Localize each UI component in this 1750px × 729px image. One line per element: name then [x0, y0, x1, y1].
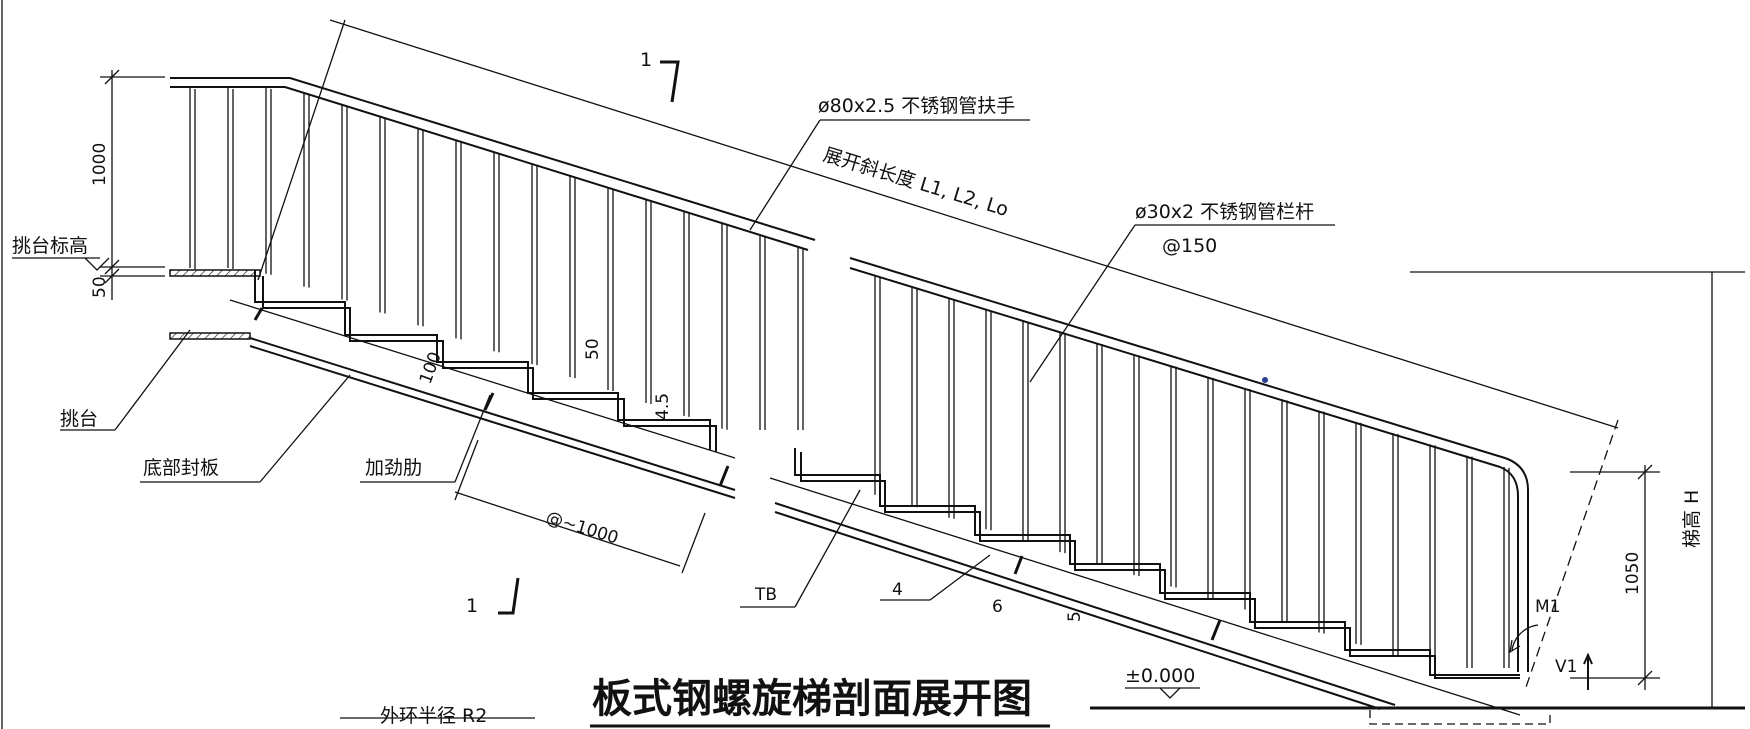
dim-6: 6 — [992, 597, 1003, 617]
handrail-right — [849, 257, 1529, 672]
stiffener-label: 加劲肋 — [365, 457, 422, 479]
stair-left — [169, 269, 736, 499]
weld-size-label: 4 — [892, 580, 903, 600]
ground-level-label: ±0.000 — [1125, 665, 1195, 687]
dim-100: 100 — [416, 349, 446, 386]
dim-1050: 1050 — [1623, 552, 1643, 595]
handrail-left — [170, 77, 816, 251]
stair-height-label: 梯高 H — [1681, 490, 1703, 548]
v1-label: V1 — [1555, 657, 1577, 677]
bottom-plate-label: 底部封板 — [143, 457, 219, 479]
dim-50-step: 50 — [583, 338, 603, 360]
dim-5: 5 — [1065, 611, 1085, 622]
marker-dot — [1262, 377, 1268, 383]
m1-label: M1 — [1535, 597, 1560, 617]
tb-label: TB — [754, 585, 777, 605]
platform-elev-label: 挑台标高 — [12, 235, 88, 257]
stiffener-spacing-label: @~1000 — [544, 508, 621, 549]
baluster-label: ø30x2 不锈钢管栏杆 — [1135, 201, 1314, 223]
unfold-length-label: 展开斜长度 L1, L2, Lo — [821, 144, 1011, 221]
baluster-spacing-label: @150 — [1162, 235, 1217, 257]
section-top-label: 1 — [640, 49, 652, 71]
outer-radius-label: 外环半径 R2 — [380, 705, 487, 727]
section-bottom-label: 1 — [466, 595, 478, 617]
balusters — [189, 88, 1510, 668]
stair-right — [769, 448, 1745, 725]
dims-left — [100, 69, 165, 300]
stiffener-spacing-dim — [454, 439, 706, 574]
section-cut — [257, 19, 1619, 691]
dim-50-platform: 50 — [90, 276, 110, 298]
leaders — [12, 119, 1335, 719]
drawing-title: 板式钢螺旋梯剖面展开图 — [592, 676, 1032, 722]
dim-4-5: 4.5 — [653, 393, 673, 420]
platform-label: 挑台 — [60, 408, 98, 430]
dim-1000: 1000 — [90, 143, 110, 186]
handrail-label: ø80x2.5 不锈钢管扶手 — [818, 95, 1015, 117]
dims-right — [1410, 271, 1745, 708]
